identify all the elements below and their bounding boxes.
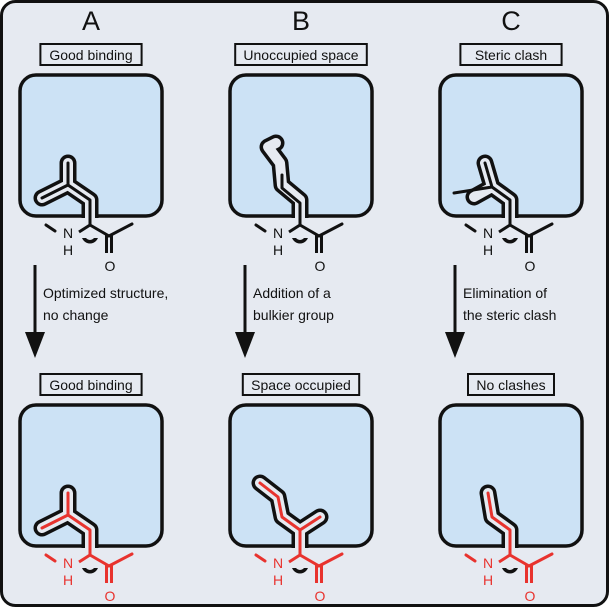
- atom-o: O: [315, 588, 326, 604]
- atom-n: N: [273, 225, 283, 241]
- arrow-caption: the steric clash: [463, 307, 556, 323]
- atom-h: H: [273, 242, 283, 258]
- top-binding-pocket: NH O: [18, 73, 164, 274]
- atom-h: H: [483, 242, 493, 258]
- arrow-caption: Elimination of: [463, 285, 547, 301]
- bottom-label: No clashes: [476, 377, 545, 393]
- top-label: Unoccupied space: [243, 47, 358, 63]
- bottom-binding-pocket: NH O: [228, 403, 374, 604]
- arrow-caption: Optimized structure,: [43, 285, 168, 301]
- arrow-caption: no change: [43, 307, 109, 323]
- arrow-caption: bulkier group: [253, 307, 334, 323]
- bottom-label-box: [241, 373, 361, 396]
- ligand: [258, 481, 322, 557]
- bottom-label: Good binding: [49, 377, 132, 393]
- bottom-label-box: [39, 373, 143, 396]
- atom-o: O: [525, 588, 536, 604]
- atom-n: N: [273, 555, 283, 571]
- top-label-box: [39, 43, 143, 66]
- atom-h: H: [63, 242, 73, 258]
- arrow-down-icon: [25, 332, 45, 358]
- atom-o: O: [105, 588, 116, 604]
- atom-h: H: [483, 572, 493, 588]
- panel-letter: B: [292, 6, 310, 36]
- atom-o: O: [315, 258, 326, 274]
- ligand: [40, 161, 92, 227]
- arrow-down-icon: [445, 332, 465, 358]
- top-label-box: [234, 43, 368, 66]
- bottom-binding-pocket: NH O: [438, 403, 584, 604]
- ligand: [486, 491, 512, 557]
- atom-n: N: [483, 225, 493, 241]
- top-label-box: [459, 43, 563, 66]
- ligand: [280, 173, 302, 227]
- atom-h: H: [273, 572, 283, 588]
- panel-letter: C: [501, 6, 521, 36]
- atom-h: H: [63, 572, 73, 588]
- top-binding-pocket: NH O: [438, 73, 584, 274]
- top-binding-pocket: NH O: [228, 73, 374, 274]
- panel-letter: A: [82, 6, 100, 36]
- top-label: Good binding: [49, 47, 132, 63]
- atom-o: O: [105, 258, 116, 274]
- atom-n: N: [63, 225, 73, 241]
- atom-n: N: [483, 555, 493, 571]
- arrow-caption: Addition of a: [253, 285, 331, 301]
- ligand: [452, 161, 512, 227]
- bottom-label-box: [467, 373, 555, 396]
- atom-n: N: [63, 555, 73, 571]
- bottom-label: Space occupied: [251, 377, 351, 393]
- top-label: Steric clash: [475, 47, 547, 63]
- arrow-down-icon: [235, 332, 255, 358]
- atom-o: O: [525, 258, 536, 274]
- bottom-binding-pocket: NH O: [18, 403, 164, 604]
- ligand: [40, 491, 92, 557]
